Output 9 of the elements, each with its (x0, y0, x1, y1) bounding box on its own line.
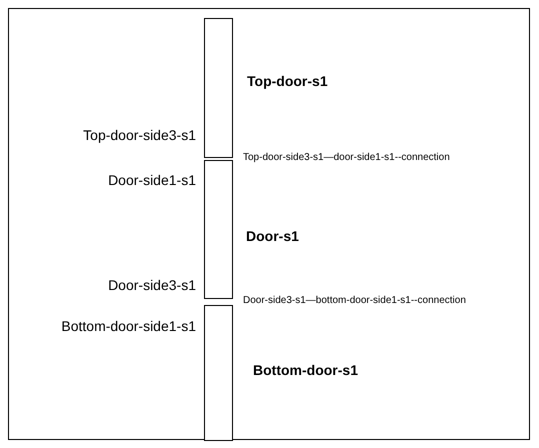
side-label: Bottom-door-side1-s1 (60, 318, 196, 334)
side-label: Door-side3-s1 (107, 277, 196, 293)
side-label: Top-door-side3-s1 (82, 127, 196, 143)
panel-title: Bottom-door-s1 (253, 362, 358, 378)
panel-title: Top-door-s1 (247, 73, 328, 89)
panel-title: Door-s1 (246, 228, 299, 244)
connection-label: Door-side3-s1—bottom-door-side1-s1--connection (243, 295, 466, 306)
side-label: Door-side1-s1 (107, 172, 196, 188)
connection-label: Top-door-side3-s1—door-side1-s1--connection (243, 152, 450, 163)
